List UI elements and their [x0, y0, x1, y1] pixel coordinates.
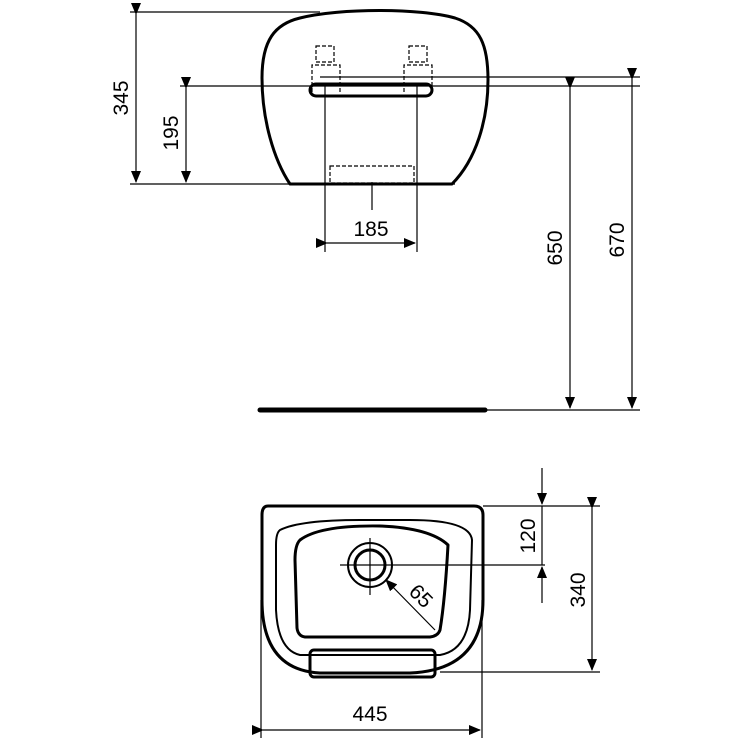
- label-345: 345: [110, 80, 133, 115]
- label-65: 65: [404, 580, 437, 613]
- side-view: 345 195 185 650 670: [110, 3, 640, 413]
- label-185: 185: [353, 218, 388, 241]
- label-445: 445: [352, 703, 387, 726]
- dim-65-leader: [385, 579, 436, 631]
- basin-top-rim: [275, 519, 474, 656]
- top-view: 65 120 340 445: [252, 468, 600, 738]
- label-120: 120: [517, 518, 540, 553]
- wall-brackets: [311, 45, 433, 184]
- basin-top-outer: [260, 504, 485, 675]
- label-195: 195: [160, 115, 183, 150]
- label-670: 670: [606, 222, 629, 257]
- basin-side-outline: [260, 9, 490, 186]
- basin-bowl: [293, 524, 450, 639]
- label-340: 340: [567, 572, 590, 607]
- front-ledge: [308, 648, 437, 679]
- label-650: 650: [544, 230, 567, 265]
